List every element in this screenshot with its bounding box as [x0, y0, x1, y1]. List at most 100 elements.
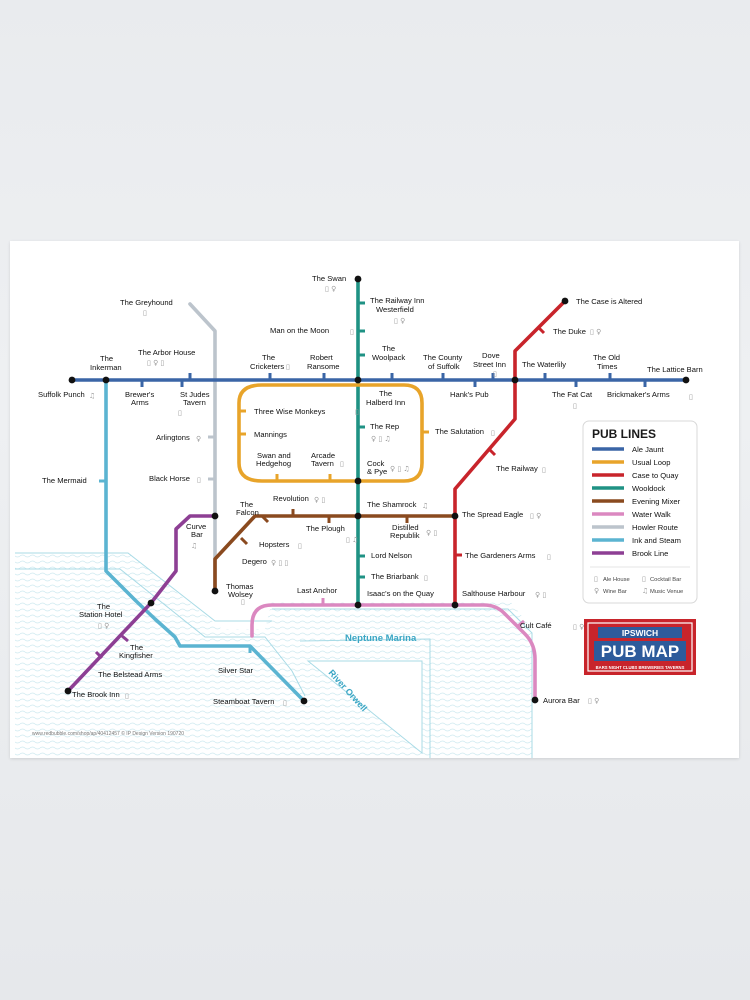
station-black-horse: Black Horse: [149, 474, 190, 483]
music-venue-icon: ▯ ♫: [346, 536, 358, 544]
music-venue-icon: ♫: [422, 502, 428, 510]
station-belstead-arms: The Belstead Arms: [98, 670, 162, 679]
ale-house-icon: ▯: [340, 460, 344, 468]
station-cult-cafe: Cult Café: [520, 621, 552, 630]
station-the-mermaid: The Mermaid: [42, 476, 87, 485]
howler-route-line: [188, 302, 217, 593]
legend-ale-house: Ale House: [603, 577, 630, 583]
usual-loop-line: [237, 383, 424, 483]
ale-house-icon: ▯ ♀ ▯: [147, 359, 164, 367]
station-the-plough: The Plough: [306, 524, 345, 533]
station-the-waterlily: The Waterlily: [522, 360, 566, 369]
pub-lines-legend: PUB LINES Ale Jaunt Usual Loop Case to Q…: [582, 420, 698, 604]
station-the-shamrock: The Shamrock: [367, 500, 417, 509]
ale-house-icon: ▯: [350, 328, 354, 336]
ale-house-icon: ▯ ♀: [325, 285, 336, 293]
wine-bar-icon: ▯ ♀: [98, 622, 109, 630]
ale-house-icon: ▯: [178, 409, 182, 417]
station-man-on-the-moon: Man on the Moon: [270, 326, 329, 335]
ale-house-icon: ▯: [241, 598, 245, 606]
ale-house-icon: ▯: [594, 575, 598, 583]
legend-cocktail-bar: Cocktail Bar: [650, 577, 681, 583]
ale-house-icon: ▯: [283, 699, 287, 707]
wine-bar-icon: ♀: [196, 435, 201, 443]
legend-water-walk: Water Walk: [632, 510, 671, 519]
wine-bar-icon: ♀: [594, 587, 599, 595]
ipswich-pub-map-logo: IPSWICH PUB MAP BARS NIGHT CLUBS BREWERI…: [584, 619, 696, 675]
ale-house-icon: ▯: [424, 574, 428, 582]
station-the-fat-cat: The Fat Cat: [552, 390, 593, 399]
station-the-railway: The Railway: [496, 464, 538, 473]
brook-line: [66, 514, 217, 693]
interchange-dots: [64, 275, 690, 705]
music-venue-icon: ♫: [191, 542, 197, 550]
ale-house-icon: ▯: [197, 476, 201, 484]
station-the-duke: The Duke: [553, 327, 586, 336]
station-degero: Degero: [242, 557, 267, 566]
marina-basin: [306, 660, 423, 755]
logo-city: IPSWICH: [622, 628, 658, 638]
ink-and-steam-line: [104, 378, 306, 703]
ale-house-icon: ▯: [298, 542, 302, 550]
legend-ale-jaunt: Ale Jaunt: [632, 445, 665, 454]
case-to-quay-line: [453, 299, 567, 607]
neptune-marina-label: Neptune Marina: [345, 633, 417, 644]
station-the-swan: The Swan: [312, 274, 346, 283]
station-lord-nelson: Lord Nelson: [371, 551, 412, 560]
ale-house-icon: ▯: [125, 692, 129, 700]
station-last-anchor: Last Anchor: [297, 586, 338, 595]
station-three-wise-monkeys: Three Wise Monkeys: [254, 407, 326, 416]
station-cock-pye: Cock& Pye: [367, 459, 387, 476]
ale-house-icon: ▯: [493, 370, 497, 378]
station-hanks-pub: Hank's Pub: [450, 390, 489, 399]
station-the-briarbank: The Briarbank: [371, 572, 419, 581]
legend-wine-bar: Wine Bar: [603, 589, 627, 595]
station-aurora-bar: Aurora Bar: [543, 696, 580, 705]
footer-credit: www.redbubble.com/shop/ap/40412457 © IP …: [32, 730, 184, 737]
ale-house-icon: ▯: [689, 393, 693, 401]
wine-bar-icon: ▯: [355, 408, 359, 416]
station-revolution: Revolution: [273, 494, 309, 503]
station-the-salutation: The Salutation: [435, 427, 484, 436]
legend-brook-line: Brook Line: [632, 549, 668, 558]
station-isaacs: Isaac's on the Quay: [367, 589, 434, 598]
station-silver-star: Silver Star: [218, 666, 253, 675]
wine-bar-icon: ▯ ♀: [394, 317, 405, 325]
station-arlingtons: Arlingtons: [156, 433, 190, 442]
station-hopsters: Hopsters: [259, 540, 290, 549]
ale-house-icon: ▯: [286, 363, 290, 371]
legend-case-to-quay: Case to Quay: [632, 471, 679, 480]
wine-bar-icon: ♀ ▯: [426, 529, 437, 537]
station-ticks: [94, 301, 647, 660]
pub-map-poster: Neptune Marina River Orwell: [10, 241, 739, 758]
station-spread-eagle: The Spread Eagle: [462, 510, 523, 519]
legend-wooldock: Wooldock: [632, 484, 665, 493]
venue-icons: ▯ ♀ ▯ ♀ ▯ ▯ ♫ ▯ ♀ ▯ ▯ ▯ ▯ ▯ ▯ ▯ ♀ ▯ ▯ ▯ …: [89, 285, 693, 707]
station-steamboat-tavern: Steamboat Tavern: [213, 697, 275, 706]
tube-lines: [66, 277, 688, 703]
legend-usual-loop: Usual Loop: [632, 458, 670, 467]
legend-evening-mixer: Evening Mixer: [632, 497, 681, 506]
wine-bar-icon: ▯ ♀: [573, 623, 584, 631]
ale-house-icon: ▯: [547, 553, 551, 561]
station-gardeners-arms: The Gardeners Arms: [465, 551, 536, 560]
station-salthouse-harbour: Salthouse Harbour: [462, 589, 526, 598]
wine-bar-icon: ▯ ♀: [530, 512, 541, 520]
station-the-greyhound: The Greyhound: [120, 298, 173, 307]
station-the-brook-inn: The Brook Inn: [72, 690, 120, 699]
station-suffolk-punch: Suffolk Punch: [38, 390, 85, 399]
